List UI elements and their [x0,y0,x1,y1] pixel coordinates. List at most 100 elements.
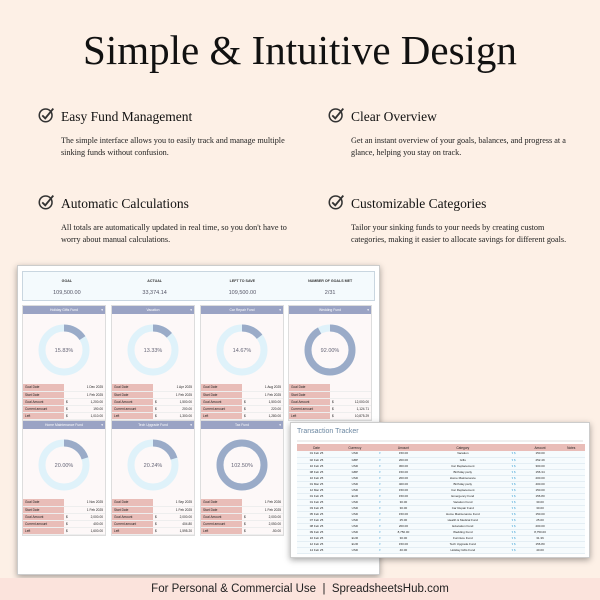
amount-cell[interactable]: 150.00 [385,451,421,458]
category-cell[interactable]: Gifts [420,457,505,464]
currency-cell[interactable]: USD [335,481,374,488]
amount-cell[interactable]: 200.00 [385,475,421,482]
amount-cell[interactable]: 150.00 [385,493,421,500]
currency-cell[interactable]: GBP [335,469,374,476]
dropdown-arrow-icon[interactable]: ▾ $ [504,529,523,536]
dropdown-arrow-icon[interactable]: ▾ $ [504,475,523,482]
date-cell[interactable]: 01 Feb 25 [297,493,336,500]
dropdown-arrow-icon[interactable]: ▾ [367,308,369,312]
dropdown-arrow-icon[interactable]: ▾ [373,481,386,488]
category-cell[interactable]: Birthday party [420,481,505,488]
dropdown-arrow-icon[interactable]: ▾ [373,451,386,458]
category-cell[interactable]: Vacation [420,451,505,458]
notes-cell[interactable] [557,463,585,470]
category-cell[interactable]: Car Replacement [420,463,505,470]
fund-selector[interactable]: Tech Upgrade Fund▾ [112,421,194,429]
dropdown-arrow-icon[interactable]: ▾ [101,423,103,427]
amount-cell[interactable]: 40.00 [385,547,421,554]
amount-cell[interactable]: 30.00 [385,505,421,512]
currency-cell[interactable]: EUR [335,541,374,548]
amount-cell[interactable]: 300.00 [385,463,421,470]
notes-cell[interactable] [557,475,585,482]
category-cell[interactable]: Car Repair Fund [420,505,505,512]
date-cell[interactable]: 12 Mar 25 [297,487,336,494]
currency-cell[interactable]: USD [335,505,374,512]
date-cell[interactable]: 10 Feb 25 [297,463,336,470]
currency-cell[interactable]: USD [335,499,374,506]
currency-cell[interactable]: USD [335,451,374,458]
dropdown-arrow-icon[interactable]: ▾ [190,423,192,427]
date-cell[interactable]: 14 Feb 25 [297,547,336,554]
fund-selector[interactable]: Tax Fund▾ [201,421,283,429]
category-cell[interactable]: Birthday party [420,469,505,476]
amount-cell[interactable]: 150.00 [385,487,421,494]
amount-cell[interactable]: 200.00 [385,457,421,464]
date-cell[interactable]: 05 Feb 25 [297,511,336,518]
date-cell[interactable]: 01 Mar 25 [297,481,336,488]
dropdown-arrow-icon[interactable]: ▾ [373,463,386,470]
dropdown-arrow-icon[interactable]: ▾ $ [504,511,523,518]
dropdown-arrow-icon[interactable]: ▾ [373,499,386,506]
notes-cell[interactable] [557,523,585,530]
category-cell[interactable]: Holiday Gifts Fund [420,547,505,554]
dropdown-arrow-icon[interactable]: ▾ $ [504,457,523,464]
dropdown-arrow-icon[interactable]: ▾ [373,535,386,542]
dropdown-arrow-icon[interactable]: ▾ [373,529,386,536]
dropdown-arrow-icon[interactable]: ▾ $ [504,517,523,524]
dropdown-arrow-icon[interactable]: ▾ [373,469,386,476]
fund-selector[interactable]: Car Repair Fund▾ [201,306,283,314]
dropdown-arrow-icon[interactable]: ▾ [373,541,386,548]
category-cell[interactable]: Emergency Fund [420,493,505,500]
amount-cell[interactable]: 30.00 [385,499,421,506]
date-cell[interactable]: 03 Feb 25 [297,505,336,512]
amount-cell[interactable]: 400.00 [385,481,421,488]
fund-selector[interactable]: Wedding Fund▾ [289,306,371,314]
notes-cell[interactable] [557,517,585,524]
currency-cell[interactable]: USD [335,511,374,518]
notes-cell[interactable] [557,511,585,518]
dropdown-arrow-icon[interactable]: ▾ $ [504,535,523,542]
currency-cell[interactable]: USD [335,547,374,554]
amount-cell[interactable]: 150.00 [385,511,421,518]
category-cell[interactable]: Furniture Fund [420,535,505,542]
notes-cell[interactable] [557,457,585,464]
dropdown-arrow-icon[interactable]: ▾ [373,493,386,500]
dropdown-arrow-icon[interactable]: ▾ $ [504,487,523,494]
currency-cell[interactable]: GBP [335,457,374,464]
dropdown-arrow-icon[interactable]: ▾ [279,308,281,312]
category-cell[interactable]: Car Replacement [420,487,505,494]
date-cell[interactable]: 01 Feb 25 [297,499,336,506]
currency-cell[interactable]: USD [335,523,374,530]
dropdown-arrow-icon[interactable]: ▾ $ [504,523,523,530]
date-cell[interactable]: 09 Feb 25 [297,529,336,536]
dropdown-arrow-icon[interactable]: ▾ [279,423,281,427]
category-cell[interactable]: Health & Medical Fund [420,517,505,524]
date-cell[interactable]: 08 Feb 25 [297,523,336,530]
dropdown-arrow-icon[interactable]: ▾ [373,457,386,464]
notes-cell[interactable] [557,505,585,512]
category-cell[interactable]: Tech Upgrade Fund [420,541,505,548]
currency-cell[interactable]: USD [335,463,374,470]
date-cell[interactable]: 02 Feb 25 [297,457,336,464]
category-cell[interactable]: Vacation Fund [420,499,505,506]
notes-cell[interactable] [557,541,585,548]
currency-cell[interactable]: USD [335,475,374,482]
fund-selector[interactable]: Vacation▾ [112,306,194,314]
notes-cell[interactable] [557,487,585,494]
notes-cell[interactable] [557,499,585,506]
notes-cell[interactable] [557,529,585,536]
category-cell[interactable]: Home Maintenance Fund [420,511,505,518]
category-cell[interactable]: Education Fund [420,523,505,530]
amount-cell[interactable]: 200.00 [385,523,421,530]
fund-selector[interactable]: Holiday Gifts Fund▾ [23,306,105,314]
notes-cell[interactable] [557,547,585,554]
date-cell[interactable]: 07 Feb 25 [297,517,336,524]
category-cell[interactable]: Home Maintenance [420,475,505,482]
dropdown-arrow-icon[interactable]: ▾ [373,475,386,482]
fund-selector[interactable]: Home Maintenance Fund▾ [23,421,105,429]
dropdown-arrow-icon[interactable]: ▾ [190,308,192,312]
dropdown-arrow-icon[interactable]: ▾ $ [504,481,523,488]
dropdown-arrow-icon[interactable]: ▾ [373,547,386,554]
dropdown-arrow-icon[interactable]: ▾ $ [504,499,523,506]
amount-cell[interactable]: 150.00 [385,541,421,548]
